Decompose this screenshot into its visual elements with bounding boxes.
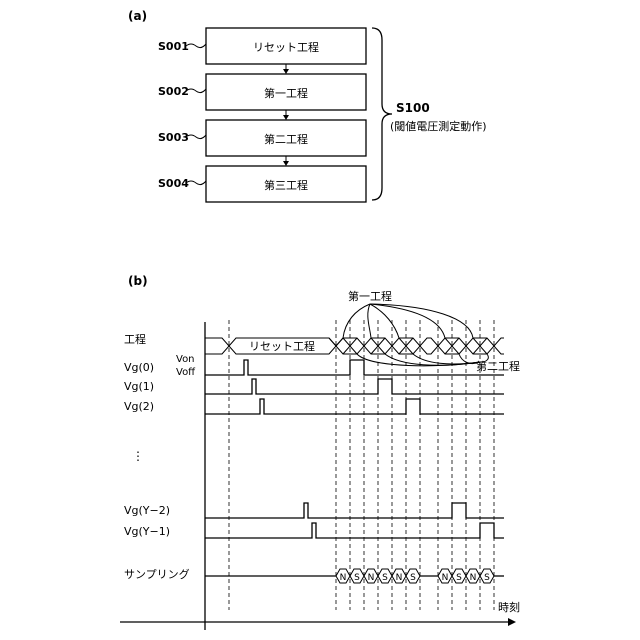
row-label-vg1: Vg(1) — [124, 380, 154, 393]
step-box-1: リセット工程 — [206, 28, 366, 64]
signal-vg0 — [205, 360, 504, 375]
sampling-mark-1: N — [340, 573, 347, 583]
step-id-2: S002 — [158, 85, 189, 98]
second-step-callout: 第二工程 — [476, 359, 520, 373]
time-axis-arrowhead — [508, 618, 516, 626]
signal-vgy2 — [205, 503, 504, 518]
group-name: (閾値電圧測定動作) — [390, 119, 487, 133]
first-step-callout: 第一工程 — [348, 289, 392, 303]
step-leader-1 — [186, 44, 206, 48]
part-a-label: (a) — [128, 9, 147, 23]
sampling-mark-5: N — [396, 573, 403, 583]
signal-vgy1 — [205, 523, 504, 538]
step-name-1: リセット工程 — [253, 41, 319, 54]
signal-vg1 — [205, 379, 504, 394]
row-label-vg0: Vg(0) — [124, 361, 154, 374]
step-leader-4 — [186, 181, 206, 185]
step-name-3: 第二工程 — [264, 132, 308, 146]
reset-step-bus-label: リセット工程 — [249, 340, 315, 353]
step-arrows — [283, 64, 289, 166]
step-leader-3 — [186, 135, 206, 139]
step-box-2: 第一工程 — [206, 74, 366, 110]
voff-label: Voff — [176, 367, 196, 378]
step-id-3: S003 — [158, 131, 189, 144]
signal-vgy0-2 — [205, 399, 504, 414]
second-step-leaders — [357, 354, 488, 366]
step-box-3: 第二工程 — [206, 120, 366, 156]
sampling-mark-10: S — [484, 573, 490, 583]
sampling-mark-9: N — [470, 573, 477, 583]
row-label-process: 工程 — [124, 333, 146, 346]
sampling-mark-7: N — [442, 573, 449, 583]
step-name-2: 第一工程 — [264, 86, 308, 100]
time-markers — [229, 320, 494, 610]
step-id-4: S004 — [158, 177, 189, 190]
step-name-4: 第三工程 — [264, 178, 308, 192]
group-brace — [372, 28, 392, 200]
sampling-mark-6: S — [410, 573, 416, 583]
group-id: S100 — [396, 101, 430, 115]
rows-ellipsis: ⋮ — [132, 449, 144, 463]
step-leader-2 — [186, 89, 206, 93]
row-label-vgy2: Vg(Y−2) — [124, 504, 170, 517]
row-label-vgy1: Vg(Y−1) — [124, 525, 170, 538]
row-label-vg2: Vg(2) — [124, 400, 154, 413]
part-b-label: (b) — [128, 274, 148, 288]
sampling-mark-3: N — [368, 573, 375, 583]
time-axis-label: 時刻 — [498, 600, 520, 614]
sampling-mark-4: S — [382, 573, 388, 583]
von-label: Von — [176, 354, 195, 365]
sampling-mark-2: S — [354, 573, 360, 583]
step-id-1: S001 — [158, 40, 189, 53]
row-label-sampling: サンプリング — [124, 567, 190, 581]
first-step-leaders — [343, 304, 473, 338]
step-box-4: 第三工程 — [206, 166, 366, 202]
sampling-mark-8: S — [456, 573, 462, 583]
